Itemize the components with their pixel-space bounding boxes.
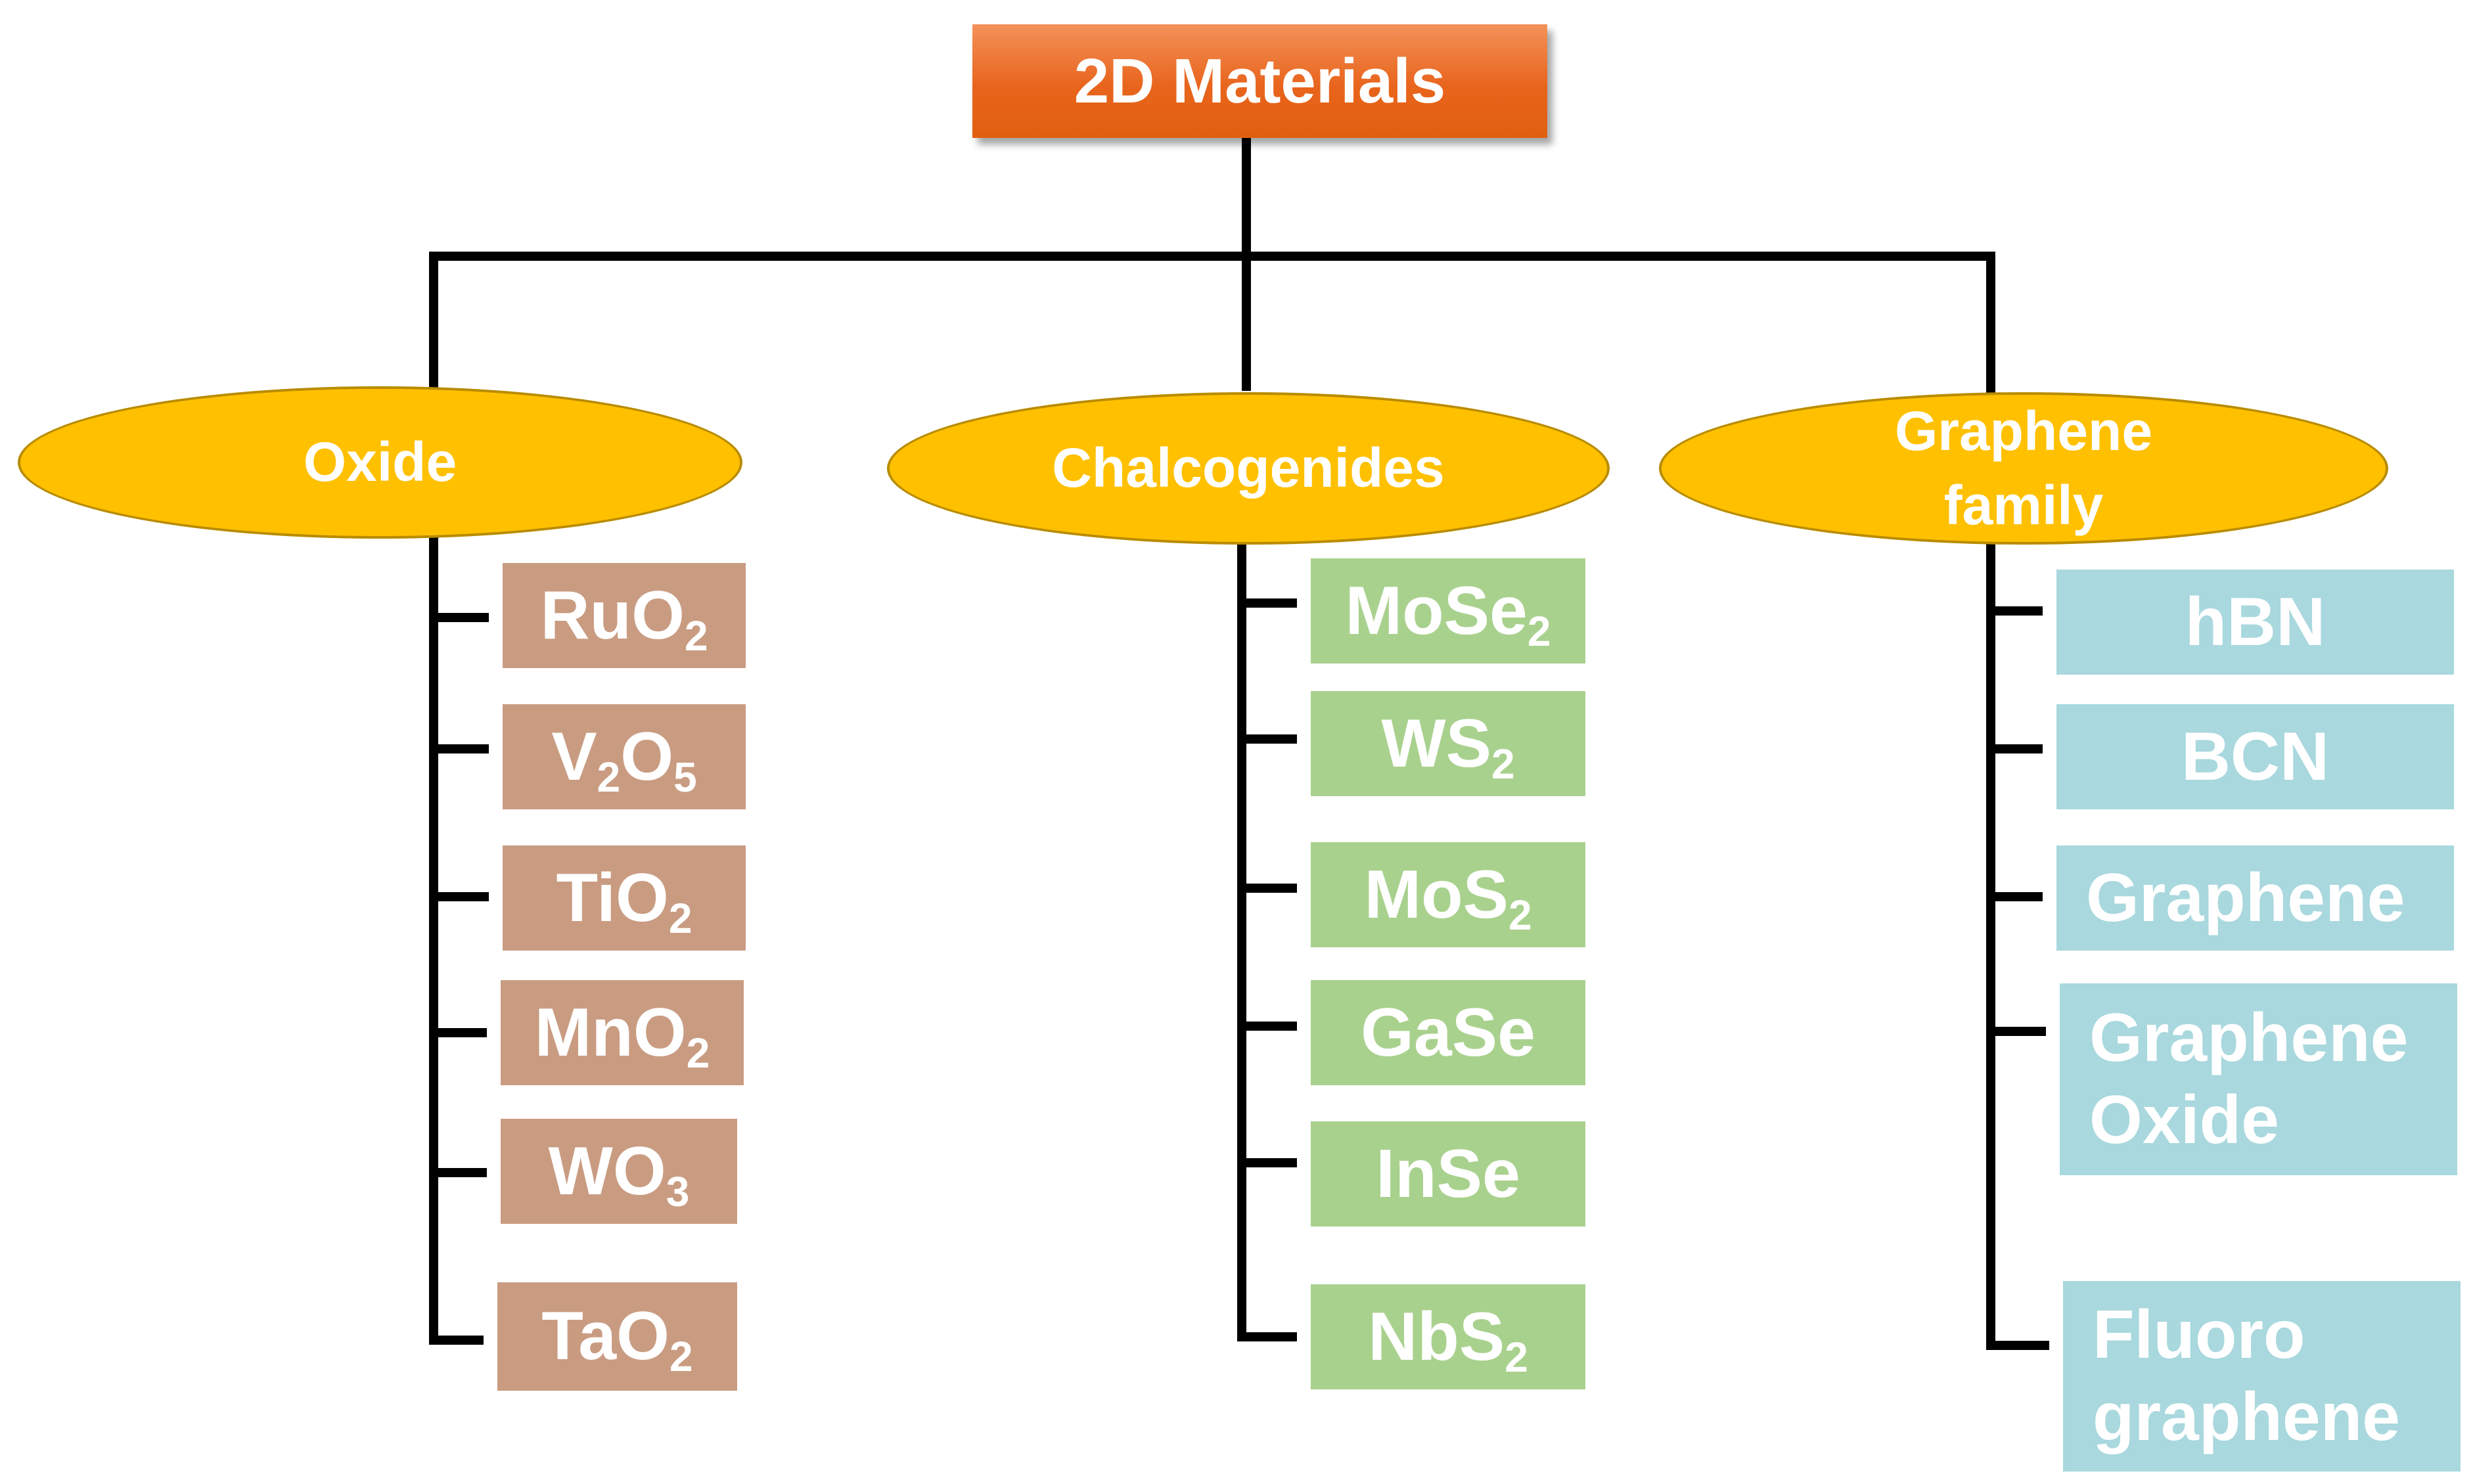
material-label: MoSe2 [1345, 572, 1551, 655]
material-box: TiO2 [503, 845, 746, 951]
material-label: Graphene [2086, 859, 2405, 936]
material-label: GaSe [1361, 994, 1535, 1071]
root-node: 2D Materials [972, 24, 1547, 138]
material-label: WS2 [1381, 705, 1515, 788]
material-label: NbS2 [1368, 1298, 1528, 1381]
material-label: Fluoro graphene [2093, 1297, 2401, 1455]
material-box: Graphene Oxide [2060, 983, 2457, 1175]
category-oxide: Oxide [18, 386, 742, 539]
material-box: V2O5 [503, 704, 746, 809]
material-box: hBN [2056, 570, 2454, 675]
material-box: GaSe [1311, 980, 1585, 1085]
material-box: InSe [1311, 1121, 1585, 1226]
material-box: NbS2 [1311, 1284, 1585, 1389]
material-box: RuO2 [503, 563, 746, 668]
material-label: RuO2 [540, 577, 708, 660]
material-label: WO3 [548, 1133, 690, 1215]
material-box: Fluoro graphene [2063, 1281, 2461, 1472]
material-label: InSe [1376, 1135, 1520, 1212]
material-box: TaO2 [497, 1282, 737, 1391]
category-chalcogenides: Chalcogenides [887, 392, 1610, 545]
material-label: TaO2 [541, 1298, 693, 1380]
material-box: MoS2 [1311, 842, 1585, 947]
material-box: BCN [2056, 704, 2454, 809]
material-label: BCN [2181, 718, 2330, 795]
material-label: hBN [2185, 583, 2326, 660]
category-graphene-family: Graphene family [1659, 392, 2388, 545]
material-box: WO3 [501, 1119, 737, 1224]
category-label: Oxide [303, 431, 457, 493]
material-label: MoS2 [1364, 856, 1532, 939]
category-label: Graphene family [1894, 399, 2153, 536]
material-box: MnO2 [501, 980, 744, 1085]
material-box: MoSe2 [1311, 558, 1585, 663]
category-label: Chalcogenides [1052, 437, 1445, 499]
material-label: V2O5 [551, 718, 697, 801]
material-box: Graphene [2056, 845, 2454, 951]
material-label: TiO2 [556, 859, 692, 942]
material-label: MnO2 [534, 994, 710, 1077]
material-label: Graphene Oxide [2089, 1000, 2409, 1158]
root-title: 2D Materials [1074, 45, 1446, 116]
material-box: WS2 [1311, 691, 1585, 796]
